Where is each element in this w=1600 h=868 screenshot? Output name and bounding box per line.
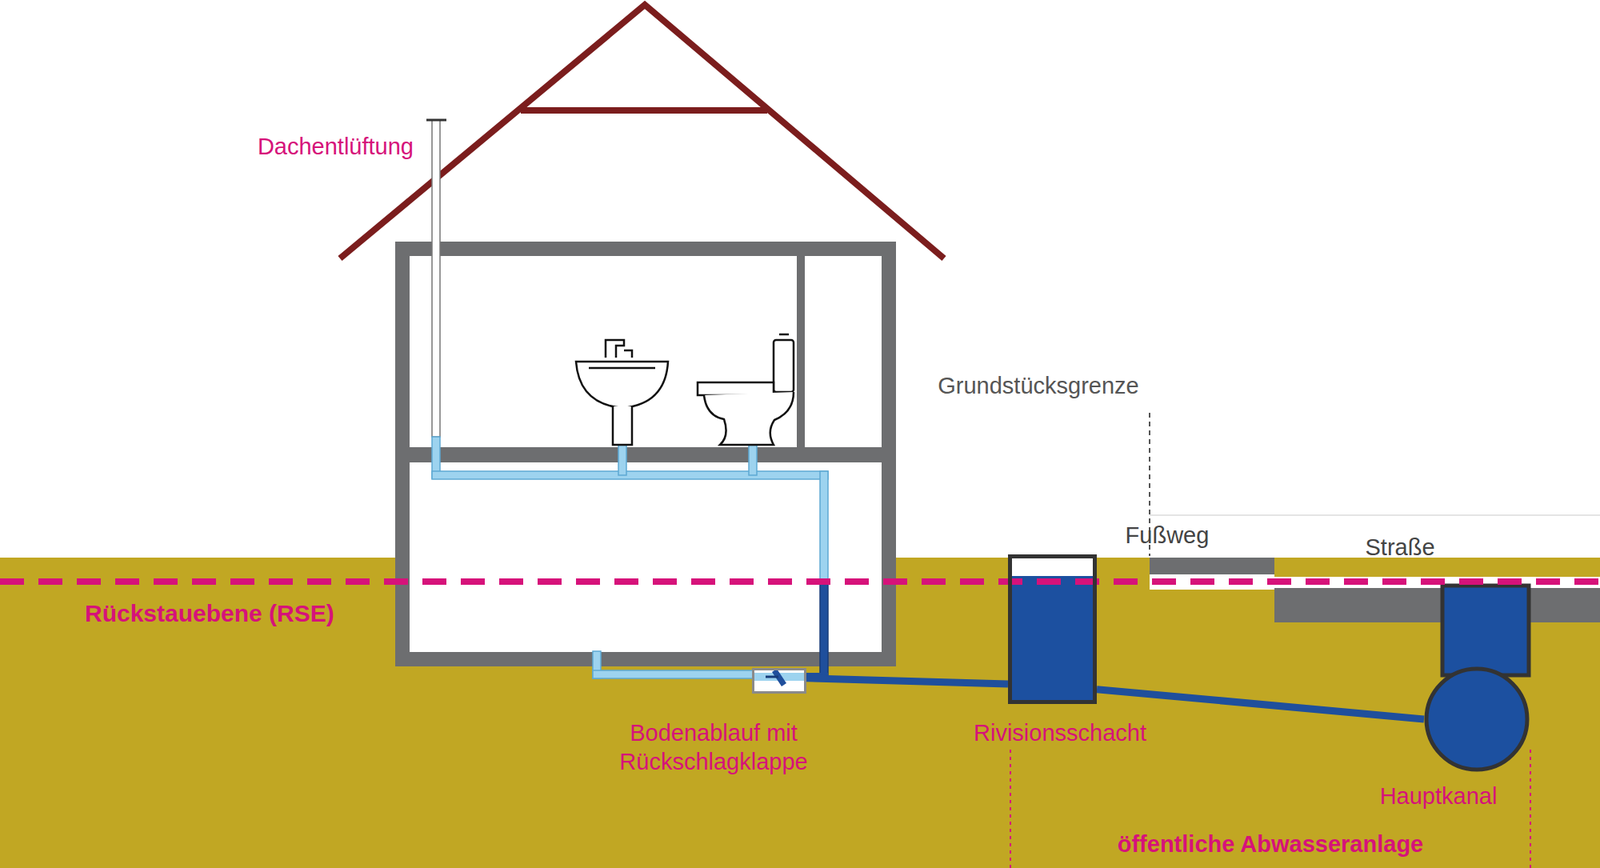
shaft-water — [1009, 576, 1096, 703]
label-text: Fußweg — [1125, 522, 1210, 549]
node-label: Rivisionsschacht — [973, 718, 1147, 748]
main-sewer: Hauptkanal — [1424, 666, 1530, 772]
sewer-riser — [1442, 585, 1529, 676]
floor-drain: Bodenablauf mit Rückschlagklappe — [752, 668, 807, 694]
vent-pipe — [432, 120, 440, 437]
check-valve-symbol — [754, 670, 804, 692]
sink-icon — [576, 340, 668, 445]
public-zone-lines — [1010, 749, 1531, 868]
roof — [340, 4, 944, 259]
node-label: Bodenablauf mit Rückschlagklappe — [613, 718, 814, 777]
drain-pipes — [432, 436, 828, 679]
footway-street — [1149, 557, 1600, 623]
label-text: öffentliche Abwasseranlage — [1117, 831, 1424, 858]
downpipe-joint — [804, 672, 828, 681]
label-text: Rückstauebene (RSE) — [84, 600, 335, 628]
shaft-air — [1009, 556, 1096, 703]
label-text: Straße — [1364, 534, 1435, 561]
sewer-pipe — [806, 678, 1008, 684]
label-text: Grundstücksgrenze — [937, 372, 1139, 400]
vent-cap — [426, 119, 447, 122]
inspection-shaft: Rivisionsschacht — [1008, 554, 1097, 704]
node-label: Hauptkanal — [1380, 781, 1498, 811]
downpipe-backflow — [820, 581, 828, 680]
label-text: Dachentlüftung — [257, 133, 414, 160]
toilet-icon — [697, 334, 794, 445]
sewer-pipe — [1096, 689, 1424, 720]
backflow-level-line — [0, 578, 1600, 585]
street-line — [1149, 514, 1600, 516]
sewer-pipe-circle — [1424, 666, 1530, 772]
